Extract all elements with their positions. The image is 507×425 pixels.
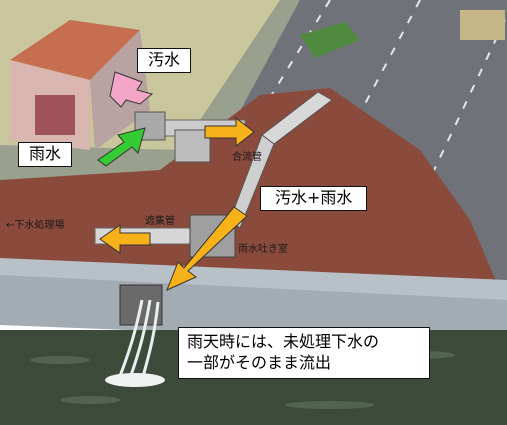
interceptor-pipe-label: 遮集管 bbox=[145, 216, 175, 227]
note-box: 雨天時には、未処理下水の 一部がそのまま流出 bbox=[178, 327, 430, 379]
house-window bbox=[35, 95, 75, 135]
sewage-label: 汚水 bbox=[137, 48, 192, 73]
splash bbox=[105, 373, 165, 387]
house-roof bbox=[10, 20, 140, 80]
note-line-2: 一部がそのまま流出 bbox=[187, 352, 332, 372]
rain-label: 雨水 bbox=[18, 142, 73, 167]
sewage-arrow bbox=[109, 71, 154, 108]
rain-arrow bbox=[97, 127, 146, 167]
flow-arrow-to-plant bbox=[99, 224, 151, 254]
car-green bbox=[300, 22, 360, 58]
flow-arrow-to-river bbox=[166, 206, 248, 291]
outflow-stream bbox=[118, 299, 160, 381]
flow-arrow-to-pipe bbox=[204, 116, 255, 148]
note-line-1: 雨天時には、未処理下水の bbox=[187, 332, 380, 351]
treatment-plant-label: ←下水処理場 bbox=[6, 220, 65, 231]
combined-label: 汚水+雨水 bbox=[260, 186, 368, 211]
manhole-box bbox=[174, 129, 211, 163]
overflow-chamber-label: 雨水吐き室 bbox=[238, 244, 288, 255]
car-beige bbox=[460, 10, 505, 40]
combined-pipe-label: 合流管 bbox=[232, 152, 262, 163]
